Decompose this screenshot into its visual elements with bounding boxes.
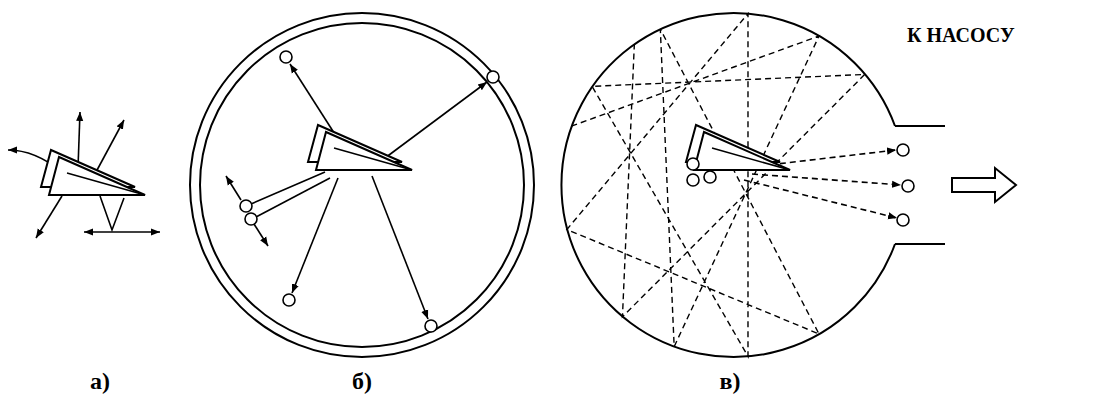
vibration-mark [100, 196, 124, 230]
molecule [897, 144, 909, 156]
molecule-path [385, 82, 487, 158]
molecule-path [226, 176, 241, 200]
panel-c [561, 13, 1016, 357]
escape-arrow [96, 120, 124, 172]
pump-pipe [895, 126, 945, 244]
molecule [704, 171, 716, 183]
molecule [687, 158, 699, 170]
molecule [283, 294, 295, 306]
molecule [245, 213, 257, 225]
molecule-path [372, 176, 428, 319]
molecule [425, 320, 437, 332]
panel-label: а) [88, 368, 112, 394]
molecule-paths [567, 14, 865, 357]
chamber-inner [200, 23, 524, 347]
molecule [240, 200, 252, 212]
body [686, 125, 790, 170]
body [308, 125, 412, 170]
escape-arrow [36, 196, 62, 238]
pumped-path [744, 180, 897, 218]
molecule-trajectory [567, 14, 865, 357]
molecule-path [256, 178, 330, 217]
panel-label: б) [350, 368, 374, 394]
molecule [897, 214, 909, 226]
molecule [487, 71, 499, 83]
body [41, 150, 145, 195]
pumped-path [752, 174, 901, 185]
panel-label: в) [718, 368, 743, 394]
molecule-path [254, 224, 268, 246]
escape-arrow [78, 112, 80, 168]
pump-label: К НАСОСУ [905, 24, 1017, 46]
vibration-arrow [84, 231, 160, 233]
molecule-path [251, 172, 325, 204]
chamber-outer [190, 13, 534, 357]
panel-a [8, 112, 160, 238]
molecule [687, 174, 699, 186]
pumped-path [760, 150, 896, 166]
molecule [280, 51, 292, 63]
molecule [902, 180, 914, 192]
panel-b [190, 13, 534, 357]
pump-arrow [952, 168, 1016, 202]
chamber-wall [561, 13, 895, 357]
